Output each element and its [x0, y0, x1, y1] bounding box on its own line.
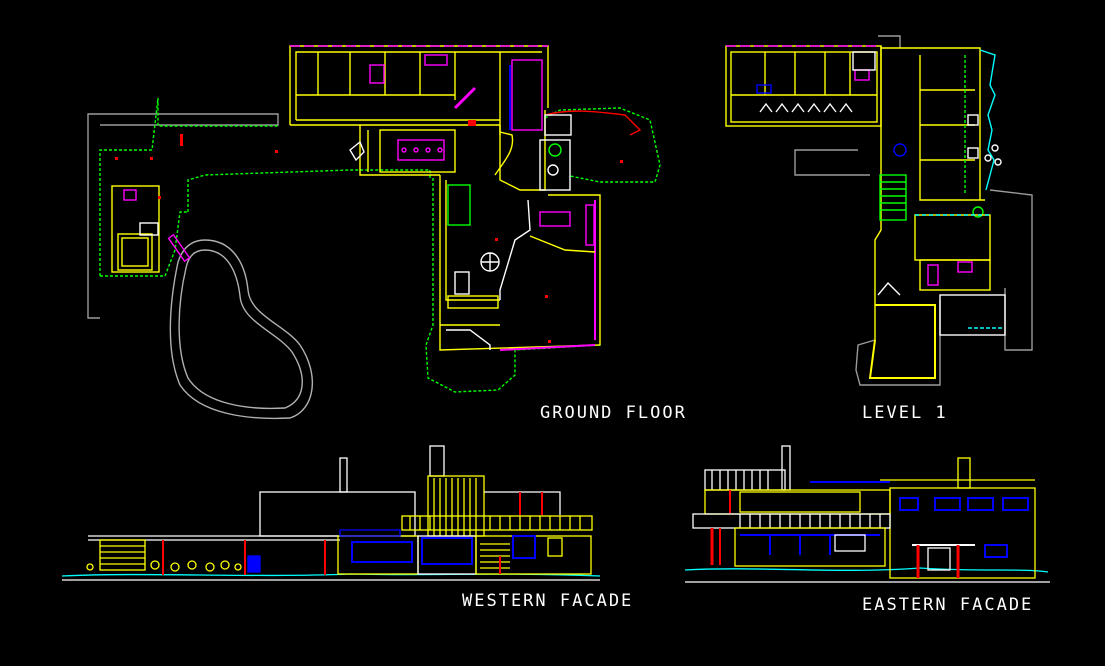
ground-floor-label: GROUND FLOOR — [540, 403, 687, 423]
western-facade-label: WESTERN FACADE — [462, 591, 633, 611]
level-1-label: LEVEL 1 — [862, 403, 948, 423]
ground-floor-plan — [87, 45, 661, 420]
eastern-facade-elevation — [684, 445, 1050, 583]
western-facade-elevation — [61, 445, 601, 581]
level-1-plan — [725, 35, 1033, 386]
eastern-facade-label: EASTERN FACADE — [862, 595, 1033, 615]
